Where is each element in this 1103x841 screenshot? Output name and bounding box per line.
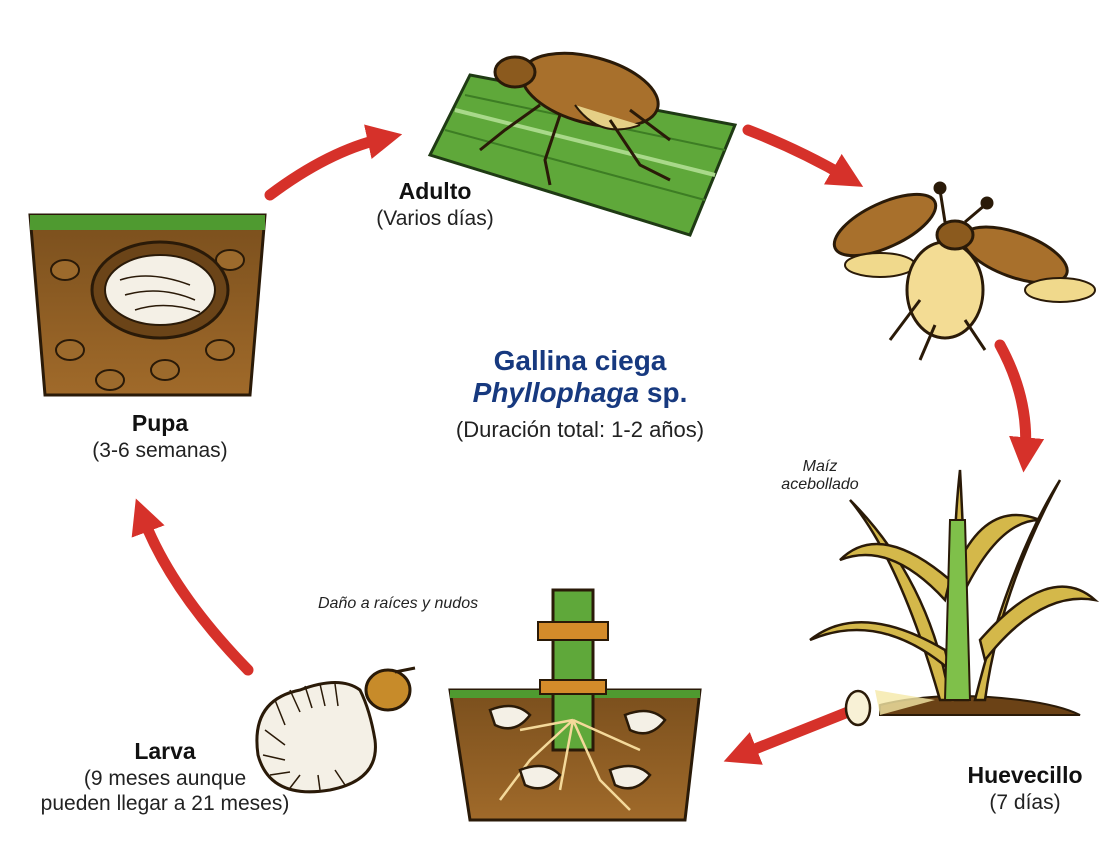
label-huevecillo: Huevecillo (7 días) [950, 762, 1100, 815]
title-genus: Phyllophaga [473, 377, 639, 408]
note-maiz-line1: Maíz [803, 458, 838, 475]
stage-duration-larva-line1: (9 meses aunque [0, 766, 330, 791]
stage-duration-adulto: (Varios días) [345, 206, 525, 231]
arrow-flying-to-huevecillo [1000, 345, 1026, 455]
arrow-larva-to-pupa [142, 515, 248, 670]
note-dano-raices: Daño a raíces y nudos [318, 595, 568, 613]
label-adulto: Adulto (Varios días) [345, 178, 525, 231]
arrow-adulto-to-flying [748, 130, 848, 178]
title-suffix: sp. [647, 377, 687, 408]
stage-name-adulto: Adulto [399, 178, 472, 204]
title-scientific-name: Phyllophaga sp. [395, 377, 765, 409]
note-maiz-line2: acebollado [781, 476, 858, 493]
flying-beetle-illustration [826, 182, 1095, 360]
egg-icon [846, 691, 870, 725]
stage-duration-larva-line2: pueden llegar a 21 meses) [0, 791, 330, 816]
stage-name-larva: Larva [134, 738, 195, 764]
stage-name-pupa: Pupa [132, 410, 188, 436]
label-larva: Larva (9 meses aunque pueden llegar a 21… [0, 738, 330, 816]
pupa-illustration [30, 215, 265, 395]
stage-name-huevecillo: Huevecillo [967, 762, 1082, 788]
stage-duration-huevecillo: (7 días) [950, 790, 1100, 815]
corn-plant-illustration [810, 470, 1095, 725]
diagram-title: Gallina ciega Phyllophaga sp. (Duración … [395, 345, 765, 443]
label-pupa: Pupa (3-6 semanas) [60, 410, 260, 463]
stage-duration-pupa: (3-6 semanas) [60, 438, 260, 463]
title-common-name: Gallina ciega [395, 345, 765, 377]
root-damage-illustration [450, 590, 700, 820]
arrow-huevecillo-to-larva [740, 712, 848, 755]
title-total-duration: (Duración total: 1-2 años) [395, 417, 765, 443]
note-maiz-acebollado: Maíz acebollado [770, 458, 870, 495]
